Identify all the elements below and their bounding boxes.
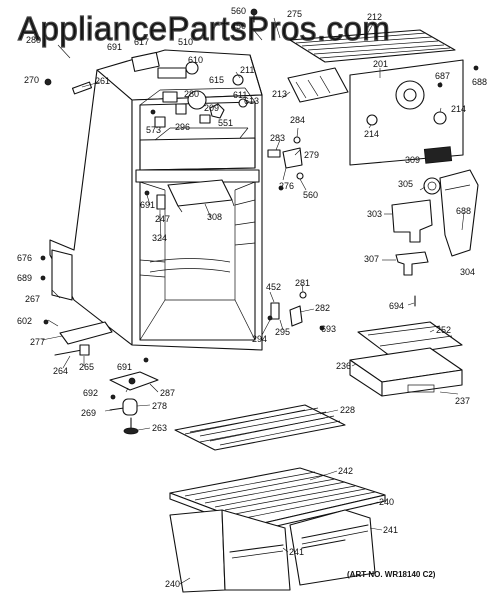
callout-label: 209 — [204, 103, 219, 113]
callout-label: 613 — [244, 96, 259, 106]
callout-label: 452 — [266, 282, 281, 292]
callout-label: 236 — [336, 361, 351, 371]
callout-label: 617 — [134, 37, 149, 47]
callout-label: 241 — [289, 547, 304, 557]
callout-label: 510 — [178, 37, 193, 47]
callout-label: 261 — [95, 76, 110, 86]
callout-label: 308 — [207, 212, 222, 222]
callout-label: 263 — [152, 423, 167, 433]
air-duct-213 — [287, 67, 349, 103]
callout-label: 228 — [340, 405, 355, 415]
evaporator-cover-201 — [349, 59, 464, 166]
leader-lines — [41, 17, 477, 585]
callout-label: 691 — [140, 200, 155, 210]
callout-label: 560 — [303, 190, 318, 200]
callout-label: 240 — [379, 497, 394, 507]
callout-label: 693 — [321, 324, 336, 334]
callout-label: 280 — [184, 89, 199, 99]
callout-label: 295 — [275, 327, 290, 337]
callout-label: 267 — [25, 294, 40, 304]
callout-label: 281 — [295, 278, 310, 288]
callout-label: 212 — [367, 12, 382, 22]
callout-label: 689 — [17, 273, 32, 283]
callout-label: 275 — [287, 9, 302, 19]
meat-pan-assembly — [349, 321, 463, 397]
callout-label: 237 — [455, 396, 470, 406]
callout-label: 269 — [81, 408, 96, 418]
callout-label: 551 — [218, 118, 233, 128]
control-panel-304 — [439, 169, 479, 257]
callout-label: 276 — [279, 181, 294, 191]
top-components — [131, 51, 248, 128]
callout-labels: 560 450 275 212 280 691 617 510 610 270 … — [17, 6, 487, 589]
callout-label: 676 — [17, 253, 32, 263]
callout-label: 450 — [231, 21, 246, 31]
callout-label: 296 — [175, 122, 190, 132]
freezer-wire-shelf — [289, 29, 456, 63]
callout-label: 252 — [436, 325, 451, 335]
callout-label: 277 — [30, 337, 45, 347]
label-309 — [423, 146, 453, 164]
callout-label: 688 — [472, 77, 487, 87]
callout-label: 270 — [24, 75, 39, 85]
lower-hinge — [270, 291, 307, 327]
callout-label: 692 — [83, 388, 98, 398]
callout-label: 264 — [53, 366, 68, 376]
fresh-food-wire-shelf — [174, 404, 346, 451]
callout-label: 691 — [107, 42, 122, 52]
callout-label: 294 — [252, 334, 267, 344]
control-housing-303 — [391, 199, 433, 243]
callout-label: 324 — [152, 233, 167, 243]
callout-label: 278 — [152, 401, 167, 411]
hinge-parts — [267, 136, 304, 180]
callout-label: 211 — [240, 65, 254, 75]
callout-label: 240 — [165, 579, 180, 589]
callout-label: 560 — [231, 6, 246, 16]
callout-label: 305 — [398, 179, 413, 189]
callout-label: 247 — [155, 214, 170, 224]
callout-label: 615 — [209, 75, 224, 85]
callout-label: 304 — [460, 267, 475, 277]
callout-label: 201 — [373, 59, 388, 69]
crisper-drawers — [169, 509, 376, 593]
bracket-307 — [395, 251, 429, 276]
callout-label: 573 — [146, 125, 161, 135]
callout-label: 241 — [383, 525, 398, 535]
callout-label: 610 — [188, 55, 203, 65]
callout-label: 213 — [272, 89, 287, 99]
callout-label: 242 — [338, 466, 353, 476]
callout-label: 265 — [79, 362, 94, 372]
callout-label: 279 — [304, 150, 319, 160]
callout-label: 280 — [26, 35, 41, 45]
knob-305 — [423, 177, 441, 195]
callout-label: 694 — [389, 301, 404, 311]
front-leg-parts — [54, 321, 113, 356]
callout-label: 303 — [367, 209, 382, 219]
callout-label: 687 — [435, 71, 450, 81]
callout-label: 691 — [117, 362, 132, 372]
watermark: AppliancePartsPros.com — [18, 10, 390, 47]
sensor-247 — [156, 194, 166, 210]
callout-label: 688 — [456, 206, 471, 216]
callout-label: 283 — [270, 133, 285, 143]
callout-label: 602 — [17, 316, 32, 326]
roller-and-leg — [109, 398, 139, 435]
callout-label: 309 — [405, 155, 420, 165]
callout-label: 282 — [315, 303, 330, 313]
art-number: (ART NO. WR18140 C2) — [347, 570, 436, 579]
callout-label: 287 — [160, 388, 175, 398]
callout-label: 214 — [451, 104, 466, 114]
callout-label: 611 — [233, 90, 247, 100]
callout-label: 214 — [364, 129, 379, 139]
callout-label: 307 — [364, 254, 379, 264]
callout-label: 284 — [290, 115, 305, 125]
